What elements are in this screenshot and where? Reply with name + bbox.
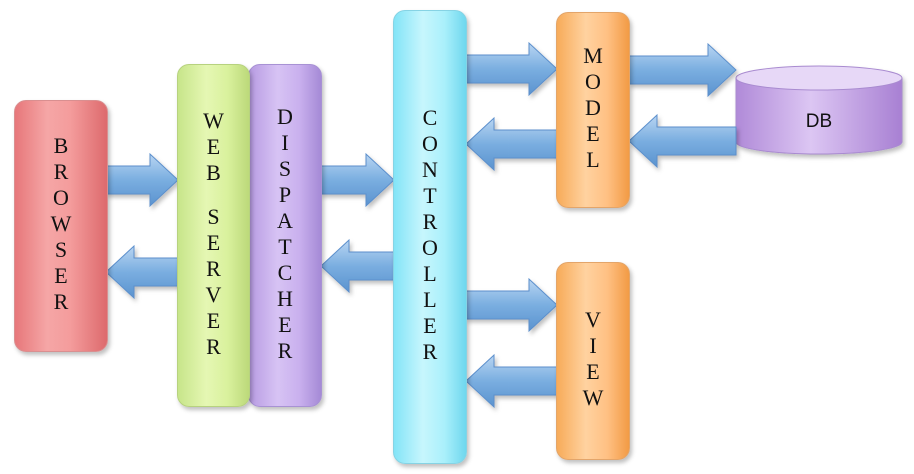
arrow-browser-to-webserver (105, 152, 179, 208)
arrow-db-to-model (628, 113, 737, 169)
arrow-webserver-to-browser (105, 244, 179, 300)
arrow-view-to-controller (465, 353, 558, 409)
arrow-model-to-db (628, 42, 737, 98)
arrow-controller-to-dispatcher (320, 238, 395, 294)
db-label: DB (805, 111, 833, 132)
arrow-controller-to-model (465, 41, 558, 97)
arrow-model-to-controller (465, 116, 558, 172)
arrow-controller-to-view (465, 277, 558, 333)
arrow-dispatcher-to-controller (320, 152, 395, 208)
db-cylinder (735, 65, 903, 155)
